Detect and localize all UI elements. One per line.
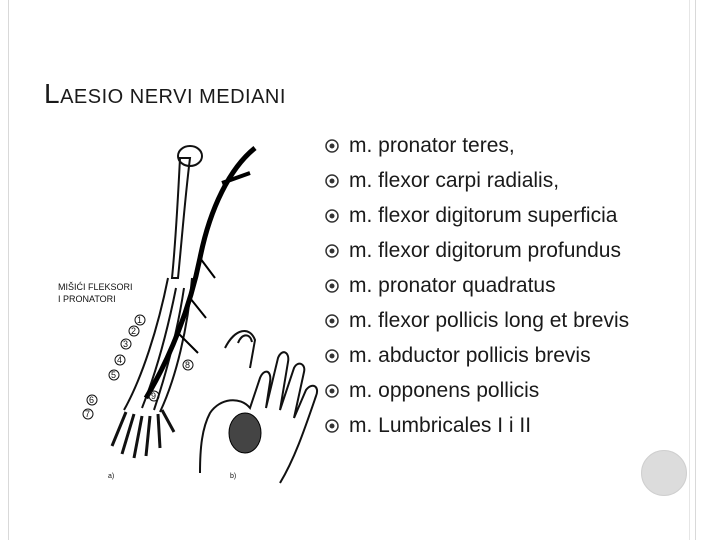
list-item-text: m. Lumbricales I i II: [349, 413, 532, 437]
list-item-text: m. opponens pollicis: [349, 378, 540, 402]
list-item: m. flexor carpi radialis,: [324, 163, 629, 198]
slide-frame: [8, 0, 696, 540]
median-nerve: [143, 146, 257, 400]
figure-label-line1: MIŠIĆI FLEKSORI: [58, 282, 133, 292]
list-item-text: m. flexor carpi radialis,: [349, 168, 560, 192]
callout-9-label: 9: [151, 391, 156, 401]
callout-6-label: 6: [89, 395, 94, 405]
callouts: 1 2 3 4 5 6 7 8 9: [82, 314, 194, 420]
callout-2-label: 2: [131, 326, 136, 336]
circle-bullet-icon: [325, 383, 339, 398]
callout-7-label: 7: [85, 409, 90, 419]
list-item: m. abductor pollicis brevis: [324, 338, 629, 373]
list-item: m. flexor pollicis long et brevis: [324, 303, 629, 338]
circle-bullet-icon: [325, 243, 339, 258]
list-item-text: m. flexor digitorum superficia: [349, 203, 618, 227]
muscle-list: m. pronator teres, m. flexor carpi radia…: [324, 128, 629, 443]
decorative-circle: [641, 450, 687, 496]
slide-title: LAESIO NERVI MEDIANI: [44, 78, 286, 110]
callout-8: [182, 359, 194, 371]
list-item-text: m. pronator quadratus: [349, 273, 556, 297]
list-item: m. opponens pollicis: [324, 373, 629, 408]
humerus: [170, 157, 192, 279]
list-item: m. pronator teres,: [324, 128, 629, 163]
callout-1: [134, 314, 146, 326]
shoulder-joint: [177, 145, 203, 167]
callout-7: [82, 408, 94, 420]
circle-bullet-icon: [325, 173, 339, 188]
circle-bullet-icon: [325, 208, 339, 223]
callout-4: [114, 354, 126, 366]
callout-3-label: 3: [123, 339, 128, 349]
circle-bullet-icon: [325, 348, 339, 363]
atrophy-area: [228, 412, 262, 454]
callout-5-label: 5: [111, 370, 116, 380]
nerve-branch-2: [177, 257, 216, 354]
list-item-text: m. flexor pollicis long et brevis: [349, 308, 630, 332]
callout-6: [86, 394, 98, 406]
list-item-text: m. pronator teres,: [349, 133, 515, 157]
list-item: m. pronator quadratus: [324, 268, 629, 303]
list-item: m. flexor digitorum profundus: [324, 233, 629, 268]
circle-bullet-icon: [325, 313, 339, 328]
callout-8-label: 8: [185, 360, 190, 370]
list-item-text: m. flexor digitorum profundus: [349, 238, 621, 262]
title-initial: L: [44, 78, 61, 109]
bent-finger: [224, 330, 257, 369]
callout-3: [120, 338, 132, 350]
circle-bullet-icon: [325, 138, 339, 153]
callout-5: [108, 369, 120, 381]
panel-b-label: b): [230, 473, 236, 480]
circle-bullet-icon: [325, 418, 339, 433]
median-nerve-illustration: MIŠIĆI FLEKSORI I PRONATORI 1 2 3 4 5 6 …: [58, 145, 318, 484]
hand-outline: [199, 351, 318, 484]
circle-bullet-icon: [325, 278, 339, 293]
callout-2: [128, 325, 140, 337]
callout-4-label: 4: [117, 355, 122, 365]
callout-1-label: 1: [137, 315, 142, 325]
callout-9: [148, 390, 160, 402]
figure-label-line2: I PRONATORI: [58, 294, 116, 304]
list-item-text: m. abductor pollicis brevis: [349, 343, 591, 367]
frame-line: [689, 0, 690, 540]
hand-drawing: [199, 330, 318, 484]
title-rest: AESIO NERVI MEDIANI: [60, 86, 286, 108]
nerve-branch: [221, 171, 251, 185]
list-item: m. Lumbricales I i II: [324, 408, 629, 443]
panel-a-label: a): [108, 473, 114, 480]
list-item: m. flexor digitorum superficia: [324, 198, 629, 233]
hand-fingers: [110, 409, 176, 459]
